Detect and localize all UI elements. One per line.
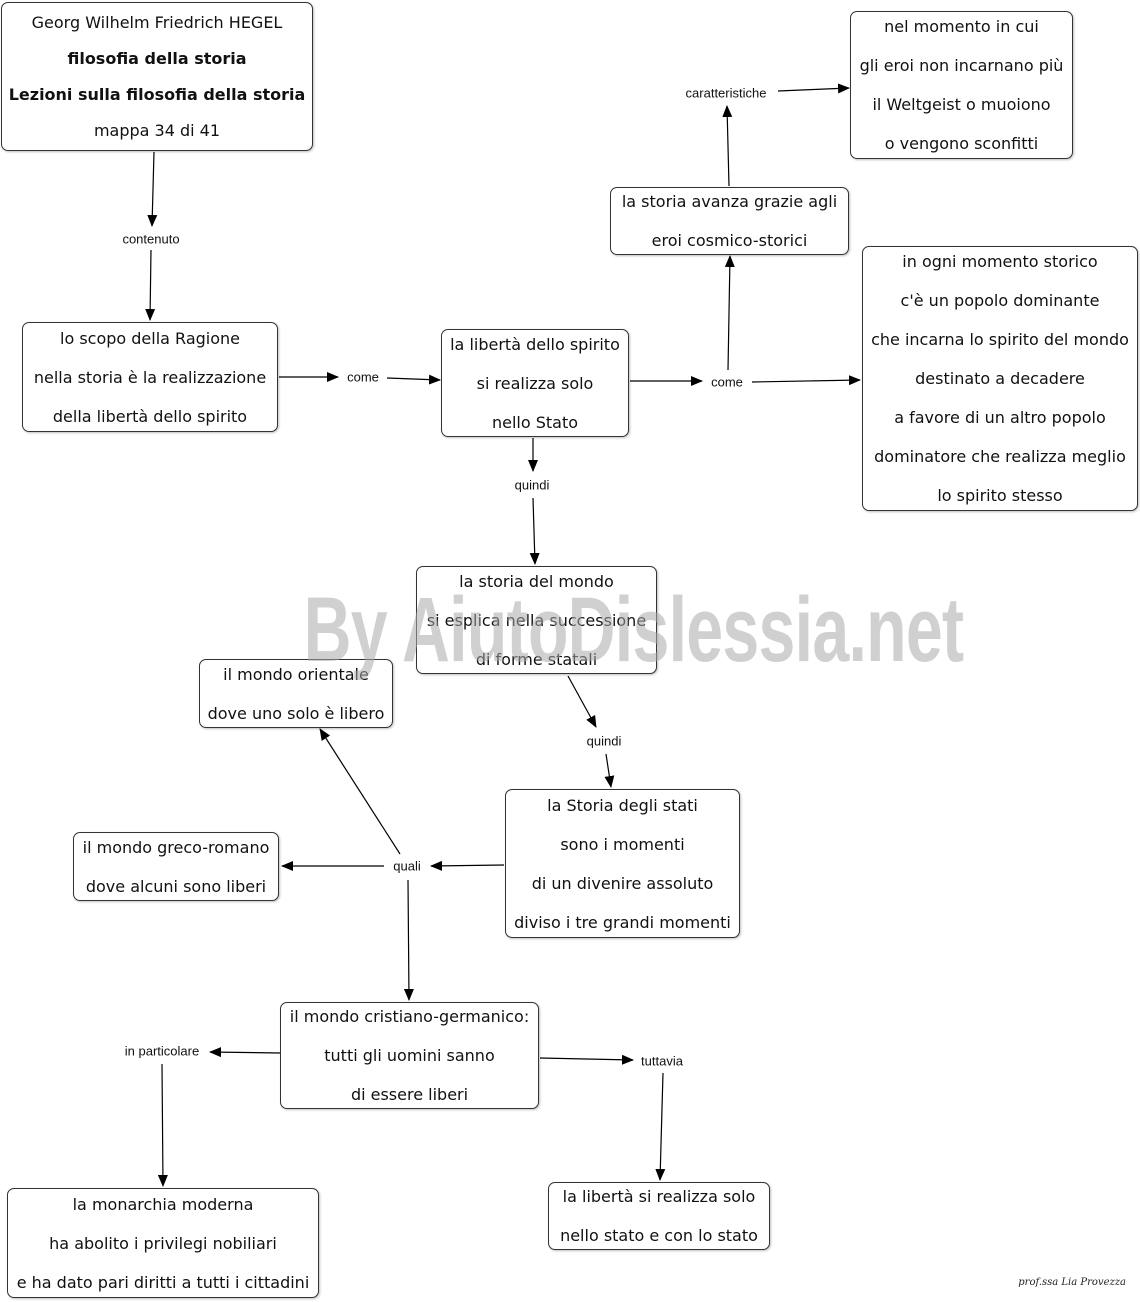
- node-text-line: diviso i tre grandi momenti: [514, 912, 731, 932]
- node-text-line: il Weltgeist o muoiono: [872, 95, 1051, 114]
- arrow-come2-to-eroi: [724, 255, 735, 371]
- link-label-quali: quali: [391, 858, 423, 874]
- node-mondo-orientale: il mondo orientale dove uno solo è liber…: [199, 659, 393, 728]
- node-text-line: nel momento in cui: [884, 17, 1039, 36]
- link-label-caratteristiche: caratteristiche: [683, 85, 769, 101]
- node-text-line: tutti gli uomini sanno: [324, 1046, 495, 1065]
- node-liberta-stato: la libertà dello spirito si realizza sol…: [441, 329, 629, 437]
- node-popolo-dominante: in ogni momento storico c'è un popolo do…: [862, 246, 1138, 511]
- arrow-cristiano-to-tuttavia: [539, 1054, 634, 1065]
- node-text-line: lo scopo della Ragione: [60, 328, 240, 348]
- arrow-storia-mondo-to-quindi2: [567, 675, 597, 728]
- author-signature: prof.ssa Lia Provezza: [1018, 1277, 1126, 1288]
- arrow-quindi-to-storia-mondo: [529, 497, 540, 565]
- node-text-line: di un divenire assoluto: [531, 873, 714, 893]
- arrow-come-to-liberta: [386, 374, 441, 385]
- node-text-line: eroi cosmico-storici: [651, 231, 808, 250]
- node-text-line: il mondo orientale: [223, 664, 369, 684]
- node-text-line: di essere liberi: [350, 1085, 469, 1104]
- node-text-line: che incarna lo spirito del mondo: [871, 330, 1129, 349]
- link-label-quindi: quindi: [584, 733, 624, 749]
- arrow-come2-to-popolo: [751, 375, 861, 386]
- node-text-line: si esplica nella successione: [426, 610, 647, 630]
- node-text-line: nello Stato: [491, 412, 579, 432]
- node-text-line: o vengono sconfitti: [884, 134, 1039, 153]
- node-cristiano-germanico: il mondo cristiano-germanico: tutti gli …: [280, 1002, 539, 1109]
- node-text-line: destinato a decadere: [915, 369, 1085, 388]
- arrow-tuttavia-to-liberta-finale: [655, 1072, 666, 1181]
- node-text-line: dove alcuni sono liberi: [85, 876, 267, 896]
- node-text-line: dominatore che realizza meglio: [874, 447, 1126, 466]
- link-label-contenuto: contenuto: [120, 231, 182, 247]
- node-text-line: della libertà dello spirito: [52, 406, 248, 426]
- header-subject: filosofia della storia: [67, 48, 247, 68]
- arrow-cristiano-to-in-particolare: [209, 1047, 281, 1058]
- header-box: Georg Wilhelm Friedrich HEGEL filosofia …: [1, 2, 313, 151]
- node-text-line: la storia avanza grazie agli: [621, 192, 838, 211]
- node-greco-romano: il mondo greco-romano dove alcuni sono l…: [73, 832, 279, 901]
- node-text-line: nella storia è la realizzazione: [33, 367, 267, 387]
- node-liberta-stato-finale: la libertà si realizza solo nello stato …: [548, 1182, 770, 1250]
- arrow-storia-stati-to-quali: [430, 860, 505, 871]
- node-text-line: gli eroi non incarnano più: [859, 56, 1064, 75]
- node-text-line: il mondo cristiano-germanico:: [289, 1007, 530, 1026]
- node-eroi: la storia avanza grazie agli eroi cosmic…: [610, 187, 849, 255]
- arrow-quali-to-cristiano: [403, 879, 414, 1001]
- arrow-contenuto-to-scopo: [145, 249, 156, 321]
- link-label-come: come: [709, 374, 745, 390]
- arrow-quindi2-to-storia-stati: [604, 753, 615, 788]
- node-text-line: la storia del mondo: [459, 571, 614, 591]
- header-author: Georg Wilhelm Friedrich HEGEL: [31, 12, 283, 32]
- node-text-line: di forme statali: [475, 649, 598, 669]
- header-work-title: Lezioni sulla filosofia della storia: [8, 84, 306, 104]
- node-storia-mondo: la storia del mondo si esplica nella suc…: [416, 566, 657, 674]
- node-text-line: la libertà dello spirito: [450, 334, 620, 354]
- node-text-line: la libertà si realizza solo: [562, 1187, 756, 1206]
- node-text-line: in ogni momento storico: [902, 252, 1098, 271]
- node-text-line: dove uno solo è libero: [207, 703, 385, 723]
- node-text-line: nello stato e con lo stato: [560, 1226, 758, 1245]
- header-map-number: mappa 34 di 41: [93, 120, 221, 140]
- link-label-tuttavia: tuttavia: [639, 1053, 685, 1069]
- node-text-line: a favore di un altro popolo: [894, 408, 1106, 427]
- node-text-line: la monarchia moderna: [72, 1194, 254, 1214]
- arrow-quali-to-orientale: [319, 728, 401, 855]
- link-label-quindi: quindi: [512, 477, 552, 493]
- node-text-line: sono i momenti: [560, 834, 685, 854]
- arrow-header-to-contenuto: [147, 151, 158, 227]
- node-momento-eroi: nel momento in cui gli eroi non incarnan…: [850, 11, 1073, 159]
- arrow-eroi-to-caratteristiche: [722, 105, 733, 187]
- node-text-line: la Storia degli stati: [547, 795, 698, 815]
- node-text-line: ha abolito i privilegi nobiliari: [49, 1233, 277, 1253]
- arrow-in-particolare-to-monarchia: [157, 1063, 168, 1187]
- node-text-line: si realizza solo: [476, 373, 594, 393]
- link-label-come: come: [345, 369, 381, 385]
- node-text-line: c'è un popolo dominante: [900, 291, 1100, 310]
- node-storia-stati: la Storia degli stati sono i momenti di …: [505, 789, 740, 938]
- node-monarchia: la monarchia moderna ha abolito i privil…: [7, 1188, 319, 1298]
- node-text-line: lo spirito stesso: [937, 486, 1063, 505]
- node-text-line: il mondo greco-romano: [82, 837, 270, 857]
- arrow-caratteristiche-to-momento: [777, 83, 850, 94]
- node-scopo-ragione: lo scopo della Ragione nella storia è la…: [22, 322, 278, 432]
- link-label-in-particolare: in particolare: [122, 1043, 202, 1059]
- node-text-line: e ha dato pari diritti a tutti i cittadi…: [16, 1272, 310, 1292]
